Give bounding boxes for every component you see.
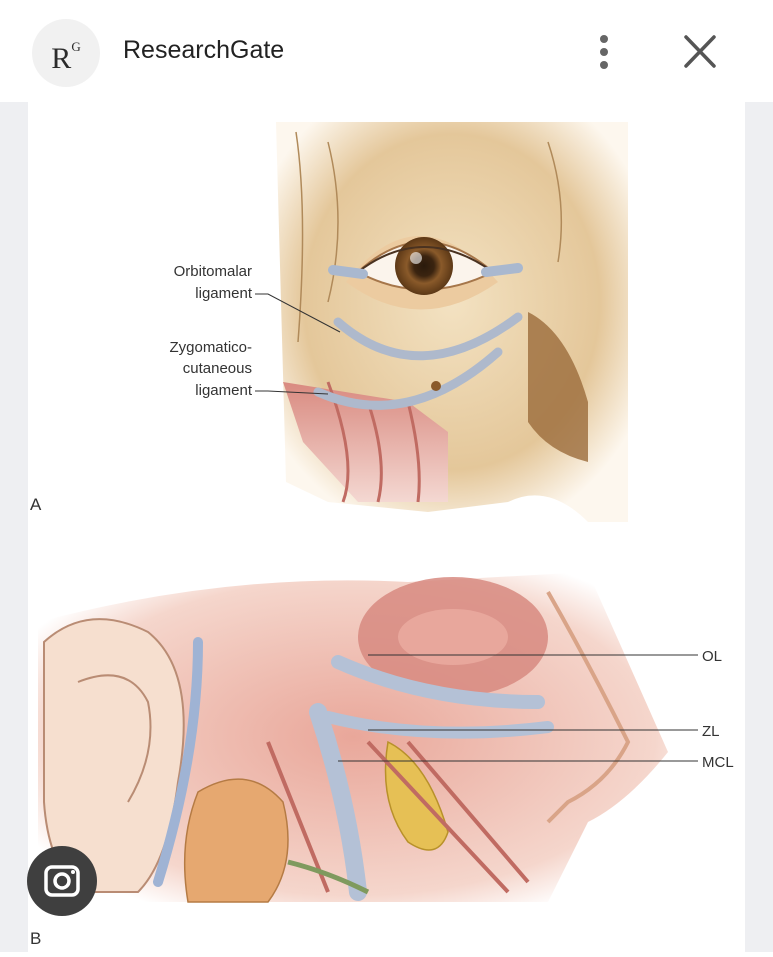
more-options-button[interactable] xyxy=(586,30,626,74)
lens-icon xyxy=(44,865,80,897)
visual-search-button[interactable] xyxy=(27,846,97,916)
nasal-cavity xyxy=(528,312,588,462)
label-orbitomalar-2: ligament xyxy=(195,285,253,302)
orbitomalar-ligament-band xyxy=(333,312,523,361)
parotid-duct xyxy=(287,859,370,895)
top-bar: RG ResearchGate xyxy=(0,0,773,102)
leader-zygomatico xyxy=(255,390,329,395)
left-margin xyxy=(0,102,28,952)
panel-b: OL ZL MCL B xyxy=(30,572,734,948)
mcl-band xyxy=(309,703,367,901)
ol-band xyxy=(331,655,545,709)
anatomy-image[interactable]: Orbitomalar ligament Zygomatico- cutaneo… xyxy=(28,102,745,952)
eye-highlight xyxy=(410,252,422,264)
facial-muscles-a xyxy=(283,382,448,502)
label-orbitomalar-1: Orbitomalar xyxy=(174,263,252,280)
close-icon xyxy=(684,35,716,68)
label-zygomatico-1: Zygomatico- xyxy=(169,339,252,356)
label-zygomatico-3: ligament xyxy=(195,382,253,399)
leader-orbitomalar xyxy=(255,293,341,333)
anatomy-illustration: Orbitomalar ligament Zygomatico- cutaneo… xyxy=(30,122,734,948)
temporal-vessel xyxy=(153,637,203,887)
panel-b-label: B xyxy=(30,929,41,948)
researchgate-logo[interactable]: RG xyxy=(32,19,100,87)
site-title: ResearchGate xyxy=(123,36,285,64)
nose-profile xyxy=(546,591,631,824)
label-ol: OL xyxy=(702,648,722,665)
panel-a-label: A xyxy=(30,495,42,514)
eyelid-b xyxy=(398,609,508,665)
panel-a: Orbitomalar ligament Zygomatico- cutaneo… xyxy=(30,122,628,522)
parotid-gland xyxy=(183,778,289,903)
zygomatico-cutaneous-ligament-band xyxy=(313,347,503,410)
label-zl: ZL xyxy=(702,723,720,740)
eyelashes xyxy=(357,246,494,273)
infraorbital-foramen xyxy=(431,381,441,391)
ear-fold xyxy=(77,674,152,803)
close-button[interactable] xyxy=(676,30,724,74)
more-vertical-icon xyxy=(600,35,608,69)
right-margin xyxy=(745,102,773,952)
iris xyxy=(395,237,453,295)
logo-letter: R xyxy=(51,42,72,75)
cheek-muscles xyxy=(266,740,530,894)
canthal-ligaments xyxy=(328,263,523,279)
logo-superscript: G xyxy=(71,39,81,54)
label-zygomatico-2: cutaneous xyxy=(183,360,252,377)
label-mcl: MCL xyxy=(702,754,734,771)
